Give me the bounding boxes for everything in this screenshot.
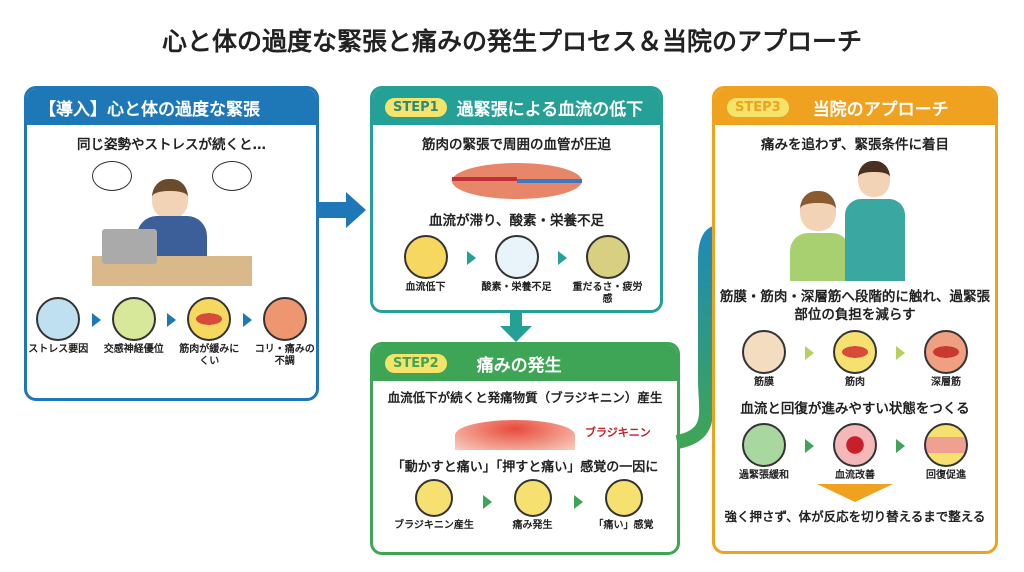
arrow-right-icon	[573, 495, 583, 509]
molecules-icon	[415, 479, 453, 517]
step3-footer: 強く押さず、体が反応を切り替えるまで整える	[724, 509, 986, 525]
relax-icon	[742, 423, 786, 468]
arrow-right-icon	[318, 192, 366, 228]
step3-flow2: 過緊張緩和 血流改善 回復促進	[715, 423, 995, 482]
item-label: 筋膜	[754, 377, 774, 389]
flow-item: 酸素・栄養不足	[482, 235, 552, 294]
step3-title: 当院のアプローチ	[812, 99, 949, 120]
step1-title: 過緊張による血流の低下	[456, 99, 644, 120]
flow-item: 血流低下	[391, 235, 461, 294]
flow-item: 筋膜	[729, 330, 799, 389]
arrow-right-icon	[557, 251, 567, 265]
item-label: コリ・痛みの不調	[254, 344, 315, 367]
item-label: 過緊張緩和	[739, 470, 789, 482]
bradykinin-illustration: ブラジキニン	[395, 410, 655, 450]
arrow-right-icon	[242, 313, 252, 327]
page-title: 心と体の過度な緊張と痛みの発生プロセス＆当院のアプローチ	[161, 27, 862, 56]
flow-item: 過緊張緩和	[729, 423, 799, 482]
step2-badge: STEP2	[385, 353, 447, 373]
flow-item: コリ・痛みの不調	[254, 297, 317, 368]
item-label: 血流低下	[405, 282, 446, 293]
step2-flow: ブラジキニン産生 痛み発生 「痛い」感覚	[373, 479, 677, 532]
step1-flow: 血流低下 酸素・栄養不足 重だるさ・疲労感	[373, 235, 660, 306]
step3-flow1: 筋膜 筋肉 深層筋	[715, 330, 995, 389]
therapist-patient-illustration	[790, 161, 920, 281]
flow-item: 重だるさ・疲労感	[573, 235, 643, 306]
pain-wave-icon	[513, 479, 552, 517]
item-label: 「痛い」感覚	[593, 520, 654, 531]
item-label: 酸素・栄養不足	[481, 282, 552, 293]
flow-item: 回復促進	[911, 423, 981, 482]
intro-subtitle: 同じ姿勢やストレスが続くと…	[77, 137, 266, 153]
item-label: ブラジキニン産生	[394, 520, 474, 531]
pain-person-icon	[604, 479, 643, 517]
tissue-icon	[924, 423, 968, 468]
step2-subtitle: 血流低下が続くと発痛物質（ブラジキニン）産生	[387, 390, 663, 405]
arrow-right-icon	[896, 439, 905, 454]
intro-header: 【導入】心と体の過度な緊張	[27, 89, 316, 125]
pain-body-icon	[262, 297, 307, 341]
nerve-icon	[111, 297, 156, 341]
step2-header: STEP2 痛みの発生	[373, 345, 677, 381]
step1-header: STEP1 過緊張による血流の低下	[373, 89, 660, 125]
bradykinin-label: ブラジキニン	[585, 426, 651, 439]
item-label: 重だるさ・疲労感	[572, 282, 643, 305]
arrow-right-icon	[896, 346, 905, 361]
flow-item: 「痛い」感覚	[589, 479, 659, 532]
intro-flow: ストレス要因 交感神経優位 筋肉が緩みにくい コリ・痛みの不調	[27, 297, 316, 368]
stressed-office-worker-illustration	[91, 161, 252, 291]
flow-item: 筋肉	[820, 330, 890, 389]
stress-head-icon	[36, 297, 81, 341]
step3-caption2: 血流と回復が進みやすい状態をつくる	[740, 401, 970, 418]
arrow-right-icon	[91, 313, 101, 327]
arrow-down-icon	[817, 484, 893, 503]
item-label: 筋肉	[845, 377, 865, 389]
flow-item: 筋肉が緩みにくい	[178, 297, 241, 368]
step3-subtitle: 痛みを追わず、緊張条件に着目	[760, 137, 950, 153]
compressed-vessel-illustration	[451, 161, 582, 201]
flow-item: 痛み発生	[498, 479, 568, 532]
item-label: 交感神経優位	[103, 344, 164, 355]
tired-person-icon	[585, 235, 630, 279]
step2-panel: STEP2 痛みの発生 血流低下が続くと発痛物質（ブラジキニン）産生 ブラジキニン…	[370, 342, 680, 555]
step2-title: 痛みの発生	[476, 355, 562, 376]
arrow-right-icon	[482, 495, 492, 509]
flow-item: 血流改善	[820, 423, 890, 482]
blood-vessel-icon	[403, 235, 448, 279]
arrow-right-icon	[805, 346, 814, 361]
item-label: 回復促進	[926, 470, 966, 482]
empty-glass-icon	[494, 235, 539, 279]
item-label: 深層筋	[931, 377, 961, 389]
muscle-icon	[187, 297, 232, 341]
arrow-down-icon	[500, 312, 532, 342]
step3-panel: STEP3 当院のアプローチ 痛みを追わず、緊張条件に着目 筋膜・筋肉・深層筋へ段…	[712, 86, 998, 554]
item-label: 痛み発生	[512, 520, 553, 531]
flow-item: ブラジキニン産生	[392, 479, 477, 532]
fascia-icon	[742, 330, 786, 375]
muscle-icon	[833, 330, 877, 375]
flow-item: ストレス要因	[27, 297, 90, 356]
arrow-right-icon	[466, 251, 476, 265]
arrow-right-icon	[805, 439, 814, 454]
flow-item: 交感神経優位	[103, 297, 166, 356]
blood-drop-icon	[833, 423, 877, 468]
deep-muscle-icon	[924, 330, 968, 375]
item-label: ストレス要因	[28, 344, 89, 355]
step1-subtitle: 筋肉の緊張で周囲の血管が圧迫	[422, 137, 611, 153]
step3-caption1: 筋膜・筋肉・深層筋へ段階的に触れ、過緊張部位の負担を減らす	[719, 289, 991, 323]
intro-panel: 【導入】心と体の過度な緊張 同じ姿勢やストレスが続くと… ストレス要因 交感神経…	[24, 86, 319, 401]
arrow-right-icon	[167, 313, 176, 327]
step3-header: STEP3 当院のアプローチ	[715, 89, 995, 125]
step3-badge: STEP3	[727, 97, 789, 117]
step2-caption: 「動かすと痛い」「押すと痛い」感覚の一因に	[391, 460, 659, 475]
step1-caption: 血流が滞り、酸素・栄養不足	[429, 213, 604, 229]
item-label: 筋肉が緩みにくい	[179, 344, 240, 367]
flow-item: 深層筋	[911, 330, 981, 389]
item-label: 血流改善	[835, 470, 875, 482]
step1-panel: STEP1 過緊張による血流の低下 筋肉の緊張で周囲の血管が圧迫 血流が滞り、酸素…	[370, 86, 663, 313]
step1-badge: STEP1	[385, 97, 447, 117]
